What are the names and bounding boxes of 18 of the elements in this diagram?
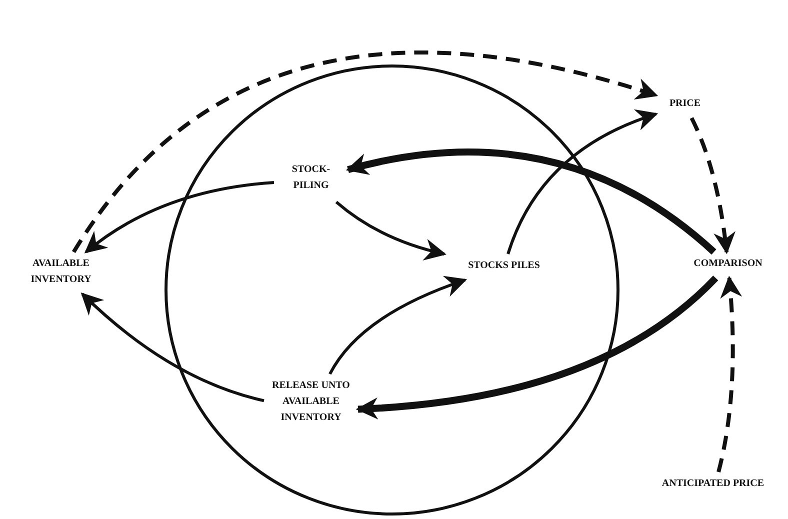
arrow [328, 276, 468, 375]
arrow [716, 276, 742, 472]
arrow [80, 292, 264, 402]
arrow [356, 275, 718, 420]
variable-label: STOCK- PILING [278, 162, 344, 198]
variable-label: COMPARISON [680, 256, 776, 274]
variable-label: AVAILABLE INVENTORY [14, 256, 108, 290]
arrow [84, 180, 274, 254]
variable-label: RELEASE UNTO AVAILABLE INVENTORY [268, 378, 354, 444]
arrow [335, 200, 446, 260]
arrow [72, 50, 658, 254]
variable-label: ANTICIPATED PRICE [660, 476, 766, 510]
variable-label: PRICE [660, 96, 710, 114]
circle-outline [164, 64, 620, 516]
arrow [346, 148, 716, 255]
arrow [690, 117, 736, 254]
variable-label: STOCKS PILES [448, 258, 560, 276]
arrow [506, 110, 658, 254]
